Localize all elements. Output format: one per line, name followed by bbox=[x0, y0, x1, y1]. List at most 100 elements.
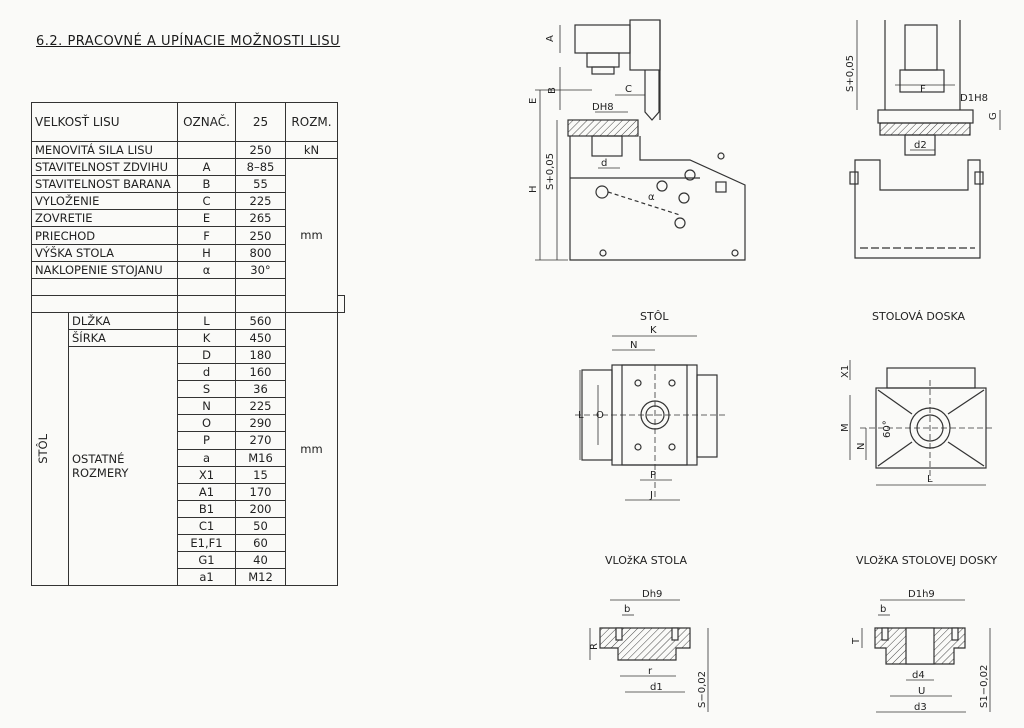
dim-n: N bbox=[630, 340, 637, 351]
other-param-value: 160 bbox=[235, 363, 286, 382]
vlozka-dosky-drawing bbox=[861, 599, 991, 713]
stol-dims: K N L O P J bbox=[578, 325, 657, 501]
header-press-size: VELKOSŤ LISU bbox=[31, 102, 178, 142]
dim-dh9: Dh9 bbox=[642, 589, 662, 600]
other-param-value: M12 bbox=[235, 568, 286, 587]
press-front-view bbox=[849, 20, 1001, 259]
header-size-25: 25 bbox=[235, 102, 286, 142]
dim-angle: 60° bbox=[882, 420, 893, 438]
press-side-view-dims: A B C E H S+0,05 DH8 d α bbox=[528, 35, 655, 203]
dim-p: P bbox=[650, 470, 656, 481]
stolova-doska-dims: X1 M N 60° L bbox=[840, 365, 933, 485]
blank-cell bbox=[337, 294, 345, 313]
other-param-value: 36 bbox=[235, 380, 286, 399]
dim-m: M bbox=[840, 423, 851, 432]
dim-s1: S1−0,02 bbox=[979, 665, 990, 708]
dim-alpha: α bbox=[648, 192, 655, 203]
other-param-code: A1 bbox=[177, 482, 236, 501]
stol-param-name: DLŽKA bbox=[68, 311, 178, 330]
other-param-value: 225 bbox=[235, 397, 286, 416]
other-param-code: d bbox=[177, 363, 236, 382]
param-value: 30° bbox=[235, 260, 286, 279]
stol-param-name: ŠÍRKA bbox=[68, 328, 178, 347]
other-param-value: 40 bbox=[235, 551, 286, 570]
param-name: NAKLOPENIE STOJANU bbox=[31, 260, 178, 279]
vlozka-stola-title: VLOžKA STOLA bbox=[605, 554, 687, 567]
press-front-view-dims: S+0,05 F D1H8 G d2 bbox=[845, 55, 999, 151]
dim-u: U bbox=[918, 686, 925, 697]
dim-d1: d1 bbox=[650, 682, 663, 693]
dim-f: F bbox=[920, 84, 926, 95]
param-name: STAVITELNOST BARANA bbox=[31, 175, 178, 194]
vlozka-stola-dims: Dh9 b R r d1 S−0,02 bbox=[589, 589, 708, 708]
dim-a: A bbox=[545, 35, 556, 42]
dim-d3: d3 bbox=[914, 702, 927, 713]
dim-d1h9: D1h9 bbox=[908, 589, 935, 600]
dim-front-s: S+0,05 bbox=[845, 55, 856, 92]
dim-g: G bbox=[988, 112, 999, 120]
other-dims-line2: ROZMERY bbox=[72, 466, 129, 481]
other-dims-line1: OSTATNÉ bbox=[72, 452, 125, 467]
other-param-value: 15 bbox=[235, 465, 286, 484]
dim-c: C bbox=[625, 84, 632, 95]
dim-l: L bbox=[578, 410, 584, 421]
stol-title: STÔL bbox=[640, 310, 669, 323]
dim-b: B bbox=[547, 87, 558, 94]
other-param-value: 180 bbox=[235, 345, 286, 365]
other-param-value: 270 bbox=[235, 431, 286, 450]
other-param-value: 290 bbox=[235, 414, 286, 433]
dim-h: H bbox=[528, 185, 539, 193]
stol-unit: mm bbox=[285, 311, 338, 587]
header-unit: ROZM. bbox=[285, 102, 338, 142]
other-param-value: M16 bbox=[235, 448, 286, 467]
press-side-view bbox=[535, 19, 746, 261]
stolova-doska-drawing bbox=[849, 360, 995, 486]
other-param-code: E1,F1 bbox=[177, 533, 236, 553]
other-param-value: 170 bbox=[235, 482, 286, 501]
dim-dh8: DH8 bbox=[592, 102, 614, 113]
dim-t: T bbox=[851, 637, 862, 645]
other-param-code: X1 bbox=[177, 465, 236, 484]
dim-j: J bbox=[649, 490, 653, 501]
other-param-code: C1 bbox=[177, 516, 236, 535]
dim-s: S+0,05 bbox=[545, 153, 556, 190]
page-heading: 6.2. PRACOVNÉ A UPÍNACIE MOŽNOSTI LISU bbox=[36, 34, 341, 49]
param-value: 800 bbox=[235, 243, 286, 262]
dim-r: r bbox=[648, 666, 653, 677]
dim-r-cap: R bbox=[589, 643, 600, 650]
dim-d2: d2 bbox=[914, 140, 927, 151]
stol-param-value: 560 bbox=[235, 311, 286, 330]
vlozka-dosky-dims: D1h9 b T d4 U d3 S1−0,02 bbox=[851, 589, 990, 713]
other-param-value: 60 bbox=[235, 533, 286, 553]
dim-d1h8: D1H8 bbox=[960, 93, 988, 104]
dim-s-stola: S−0,02 bbox=[697, 671, 708, 708]
stol-drawing bbox=[575, 335, 725, 501]
stolova-doska-title: STOLOVÁ DOSKA bbox=[872, 310, 966, 323]
stol-group-label: STÔL bbox=[31, 311, 69, 587]
dim-b-dosky: b bbox=[880, 604, 886, 615]
dim-x1: X1 bbox=[840, 365, 851, 378]
blank-row-1 bbox=[31, 277, 345, 296]
dim-k: K bbox=[650, 325, 657, 336]
vlozka-stola-drawing bbox=[589, 599, 709, 712]
param-unit-mm: mm bbox=[285, 158, 338, 313]
